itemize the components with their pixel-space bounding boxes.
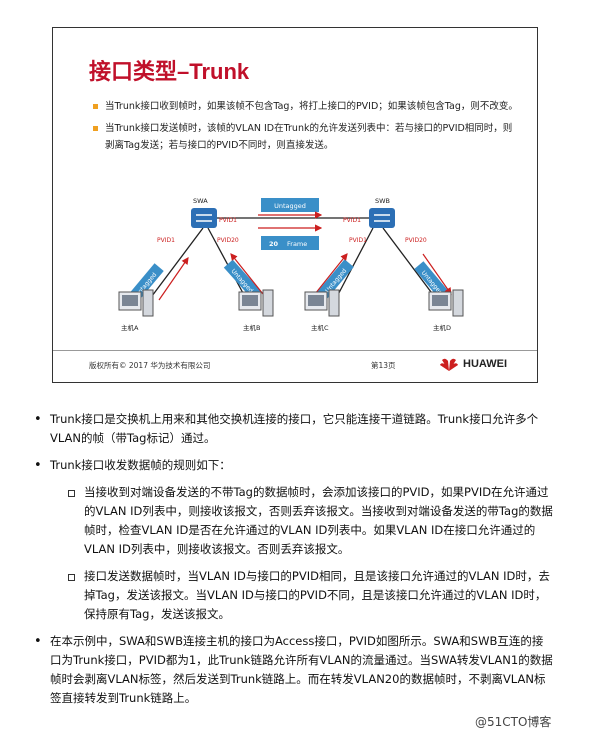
pvid-label: PVID1 — [157, 237, 175, 244]
frame-label: Frame — [287, 240, 307, 248]
host-label: 主机A — [121, 323, 139, 332]
frame-vlan: 20 — [269, 240, 279, 248]
arrow-down — [230, 253, 264, 295]
untagged-label: Untagged — [274, 202, 306, 210]
slide: 接口类型–Trunk 当Trunk接口收到帧时，如果该帧不包含Tag，将打上接口… — [52, 27, 538, 383]
slide-bullet: 当Trunk接口发送帧时，该帧的VLAN ID在Trunk的允许发送列表中：若与… — [91, 120, 521, 154]
host-label: 主机B — [243, 323, 260, 332]
arrow-down — [314, 253, 348, 295]
watermark: @51CTO博客 — [475, 715, 552, 729]
note-item: Trunk接口收发数据帧的规则如下： — [34, 456, 554, 475]
slide-bullet: 当Trunk接口收到帧时，如果该帧不包含Tag，将打上接口的PVID；如果该帧包… — [91, 98, 521, 115]
huawei-logo-icon — [440, 358, 458, 371]
slide-bullets: 当Trunk接口收到帧时，如果该帧不包含Tag，将打上接口的PVID；如果该帧包… — [91, 98, 521, 159]
arrow-up — [158, 257, 189, 301]
untagged-frame — [261, 198, 319, 212]
pvid-label: PVID1 — [219, 217, 237, 224]
pc-icon — [304, 289, 340, 317]
pvid-label: PVID20 — [217, 237, 239, 244]
pc-icon — [428, 289, 464, 317]
pvid-label: PVID20 — [405, 237, 427, 244]
pc-icon — [238, 289, 274, 317]
host-label: 主机D — [433, 323, 451, 332]
slide-footer: 版权所有© 2017 华为技术有限公司 第13页 HUAWEI — [53, 350, 537, 383]
huawei-logo: HUAWEI — [439, 356, 507, 372]
huawei-brand: HUAWEI — [463, 358, 507, 370]
note-item: 在本示例中，SWA和SWB连接主机的接口为Access接口，PVID如图所示。S… — [34, 632, 554, 708]
switch-icon — [369, 208, 395, 228]
pvid-label: PVID1 — [349, 237, 367, 244]
notes: Trunk接口是交换机上用来和其他交换机连接的接口，它只能连接干道链路。Trun… — [34, 410, 554, 716]
tagged-frame — [261, 236, 319, 250]
page-number: 第13页 — [371, 361, 396, 370]
switch-a-label: SWA — [193, 197, 208, 205]
pvid-label: PVID1 — [343, 217, 361, 224]
note-subitem: 接口发送数据帧时，当VLAN ID与接口的PVID相同，且是该接口允许通过的VL… — [34, 567, 554, 624]
note-item: Trunk接口是交换机上用来和其他交换机连接的接口，它只能连接干道链路。Trun… — [34, 410, 554, 448]
pc-icon — [118, 289, 154, 317]
slide-title: 接口类型–Trunk — [89, 59, 250, 84]
trunk-diagram: SWA SWB PVID1 PVID1 PVID1 PVID20 PVID1 P… — [118, 197, 464, 332]
arrow-down — [422, 253, 452, 295]
copyright: 版权所有© 2017 华为技术有限公司 — [89, 361, 211, 370]
note-subitem: 当接收到对端设备发送的不带Tag的数据帧时，会添加该接口的PVID，如果PVID… — [34, 483, 554, 559]
switch-b-label: SWB — [375, 197, 390, 205]
host-label: 主机C — [311, 323, 329, 332]
switch-icon — [191, 208, 217, 228]
